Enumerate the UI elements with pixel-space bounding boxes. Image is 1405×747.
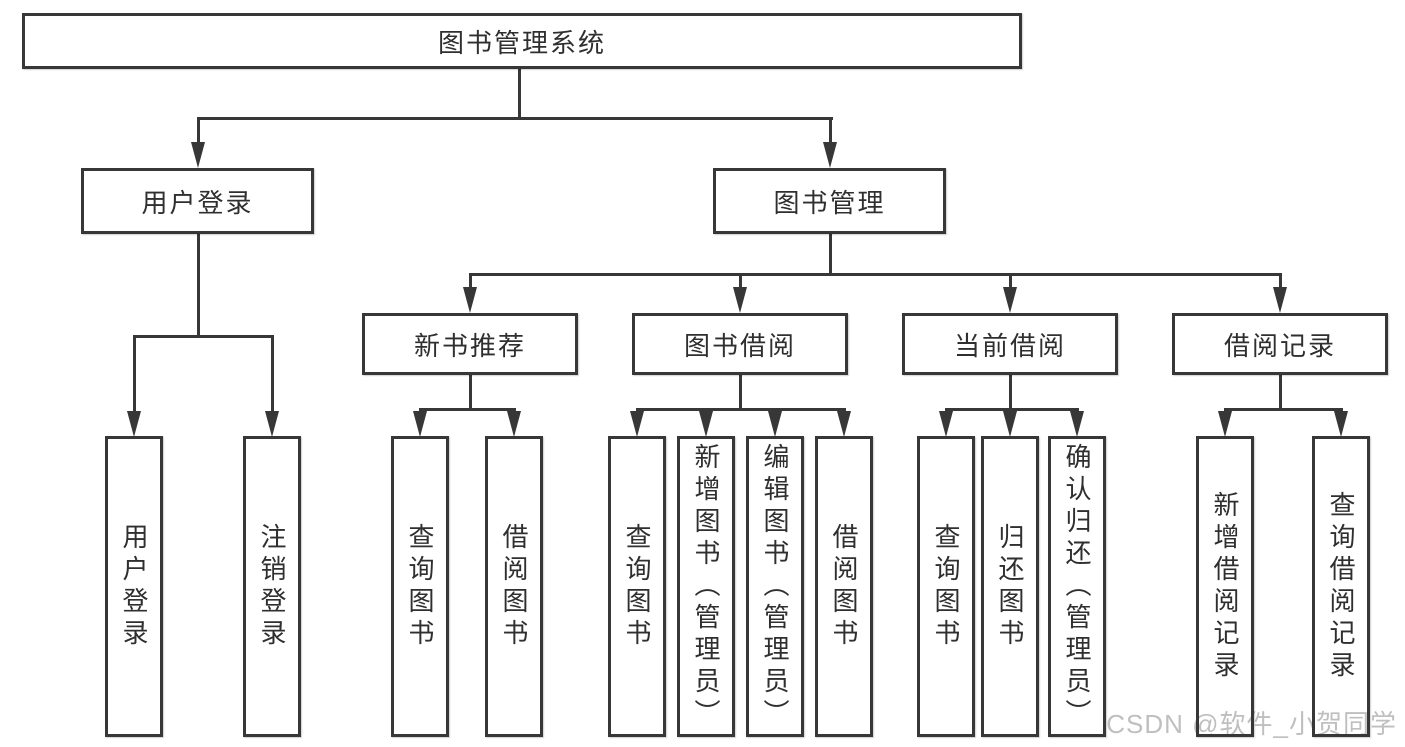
node-label: 新增图书（管理员） xyxy=(691,442,721,731)
node-book-management: 图书管理 xyxy=(713,168,946,234)
node-label: 图书管理 xyxy=(773,187,886,218)
leaf-edit-books-admin: 编辑图书（管理员） xyxy=(746,436,804,737)
node-label: 归还图书 xyxy=(995,522,1025,651)
connector-line xyxy=(1224,408,1343,411)
arrowhead-down-icon xyxy=(1273,287,1287,313)
connector-line xyxy=(636,408,846,411)
arrowhead-down-icon xyxy=(837,411,851,437)
leaf-confirm-return-admin: 确认归还（管理员） xyxy=(1048,436,1106,737)
arrowhead-down-icon xyxy=(1218,411,1232,437)
leaf-return-books: 归还图书 xyxy=(981,436,1039,737)
node-label: 注销登录 xyxy=(257,522,287,651)
node-label: 用户登录 xyxy=(119,522,149,651)
connector-line xyxy=(1009,375,1012,411)
connector-line xyxy=(469,375,472,411)
arrowhead-down-icon xyxy=(191,142,205,168)
connector-line xyxy=(271,338,274,414)
connector-line xyxy=(197,117,833,120)
node-label: 查询借阅记录 xyxy=(1326,490,1356,683)
leaf-user-login: 用户登录 xyxy=(105,436,163,737)
node-label: 新增借阅记录 xyxy=(1210,490,1240,683)
node-current-borrowing: 当前借阅 xyxy=(902,313,1118,375)
connector-line xyxy=(469,273,1282,276)
connector-line xyxy=(1279,276,1282,290)
connector-line xyxy=(829,234,832,276)
leaf-query-books-recommend: 查询图书 xyxy=(391,436,449,737)
node-label: 查询图书 xyxy=(622,522,652,651)
arrowhead-down-icon xyxy=(1003,411,1017,437)
node-label: 查询图书 xyxy=(405,522,435,651)
leaf-add-books-admin: 新增图书（管理员） xyxy=(677,436,735,737)
arrowhead-down-icon xyxy=(1003,287,1017,313)
connector-line xyxy=(518,69,521,118)
arrowhead-down-icon xyxy=(699,411,713,437)
node-label: 图书借阅 xyxy=(683,330,796,361)
leaf-borrow-books-recommend: 借阅图书 xyxy=(485,436,543,737)
leaf-borrow-books: 借阅图书 xyxy=(815,436,873,737)
arrowhead-down-icon xyxy=(265,411,279,437)
arrowhead-down-icon xyxy=(768,411,782,437)
node-label: 用户登录 xyxy=(141,187,254,218)
node-book-borrowing: 图书借阅 xyxy=(632,313,848,375)
connector-line xyxy=(945,408,1079,411)
node-label: 借阅记录 xyxy=(1223,330,1336,361)
node-new-book-recommend: 新书推荐 xyxy=(362,313,578,375)
leaf-query-borrow-record: 查询借阅记录 xyxy=(1312,436,1370,737)
node-label: 当前借阅 xyxy=(953,330,1066,361)
arrowhead-down-icon xyxy=(413,411,427,437)
connector-line xyxy=(197,234,200,338)
node-user-login: 用户登录 xyxy=(81,168,314,234)
arrowhead-down-icon xyxy=(1070,411,1084,437)
node-label: 图书管理系统 xyxy=(437,27,606,58)
arrowhead-down-icon xyxy=(507,411,521,437)
connector-line xyxy=(469,276,472,290)
connector-line xyxy=(739,276,742,290)
node-label: 编辑图书（管理员） xyxy=(760,442,790,731)
connector-line xyxy=(829,120,832,146)
connector-line xyxy=(1009,276,1012,290)
node-label: 借阅图书 xyxy=(829,522,859,651)
arrowhead-down-icon xyxy=(630,411,644,437)
arrowhead-down-icon xyxy=(463,287,477,313)
arrowhead-down-icon xyxy=(733,287,747,313)
leaf-query-books-current: 查询图书 xyxy=(917,436,975,737)
connector-line xyxy=(419,408,516,411)
arrowhead-down-icon xyxy=(127,411,141,437)
connector-line xyxy=(739,375,742,411)
leaf-logout: 注销登录 xyxy=(243,436,301,737)
connector-line xyxy=(133,335,274,338)
node-label: 查询图书 xyxy=(931,522,961,651)
leaf-query-books-borrowing: 查询图书 xyxy=(608,436,666,737)
node-label: 确认归还（管理员） xyxy=(1062,442,1092,731)
connector-line xyxy=(197,120,200,146)
arrowhead-down-icon xyxy=(939,411,953,437)
leaf-add-borrow-record: 新增借阅记录 xyxy=(1196,436,1254,737)
node-borrowing-records: 借阅记录 xyxy=(1172,313,1388,375)
connector-line xyxy=(1279,375,1282,411)
node-label: 新书推荐 xyxy=(413,330,526,361)
node-root-system: 图书管理系统 xyxy=(22,13,1022,69)
node-label: 借阅图书 xyxy=(499,522,529,651)
arrowhead-down-icon xyxy=(823,142,837,168)
arrowhead-down-icon xyxy=(1334,411,1348,437)
connector-line xyxy=(133,338,136,414)
